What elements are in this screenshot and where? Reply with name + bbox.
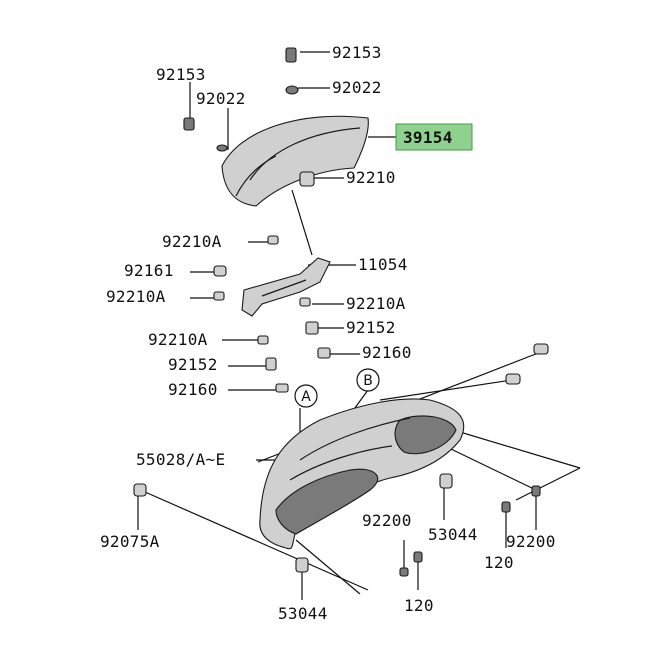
label-92152-left: 92152 [168, 355, 218, 374]
label-55028: 55028/A~E [136, 450, 225, 469]
label-92210: 92210 [346, 168, 396, 187]
highlight-box [395, 123, 473, 151]
part-labels: 92153 92022 92153 92022 39154 92210 9221… [100, 43, 556, 623]
label-92200-center: 92200 [362, 511, 412, 530]
label-120-bottom: 120 [404, 596, 434, 615]
label-92160-right: 92160 [362, 343, 412, 362]
callout-a: A [294, 384, 318, 408]
label-92153-top: 92153 [332, 43, 382, 62]
label-92210A-3: 92210A [346, 294, 406, 313]
label-92161: 92161 [124, 261, 174, 280]
label-53044-bottom: 53044 [278, 604, 328, 623]
stay-bracket [241, 257, 331, 317]
label-92200-right: 92200 [506, 532, 556, 551]
callout-a-text: A [301, 389, 311, 405]
callout-b: B [356, 368, 380, 392]
label-92022-top: 92022 [332, 78, 382, 97]
label-39154: 39154 [403, 128, 453, 147]
windshield [221, 115, 369, 207]
label-120-right: 120 [484, 553, 514, 572]
label-92210A-2: 92210A [106, 287, 166, 306]
label-92075A: 92075A [100, 532, 160, 551]
label-53044-right: 53044 [428, 525, 478, 544]
label-92153-left: 92153 [156, 65, 206, 84]
label-11054: 11054 [358, 255, 408, 274]
upper-cowl [259, 398, 465, 550]
label-92210A-1: 92210A [162, 232, 222, 251]
label-92160-left: 92160 [168, 380, 218, 399]
hardware [133, 47, 549, 577]
label-92022-left: 92022 [196, 89, 246, 108]
label-92152-right: 92152 [346, 318, 396, 337]
label-92210A-4: 92210A [148, 330, 208, 349]
callout-b-text: B [363, 373, 373, 389]
